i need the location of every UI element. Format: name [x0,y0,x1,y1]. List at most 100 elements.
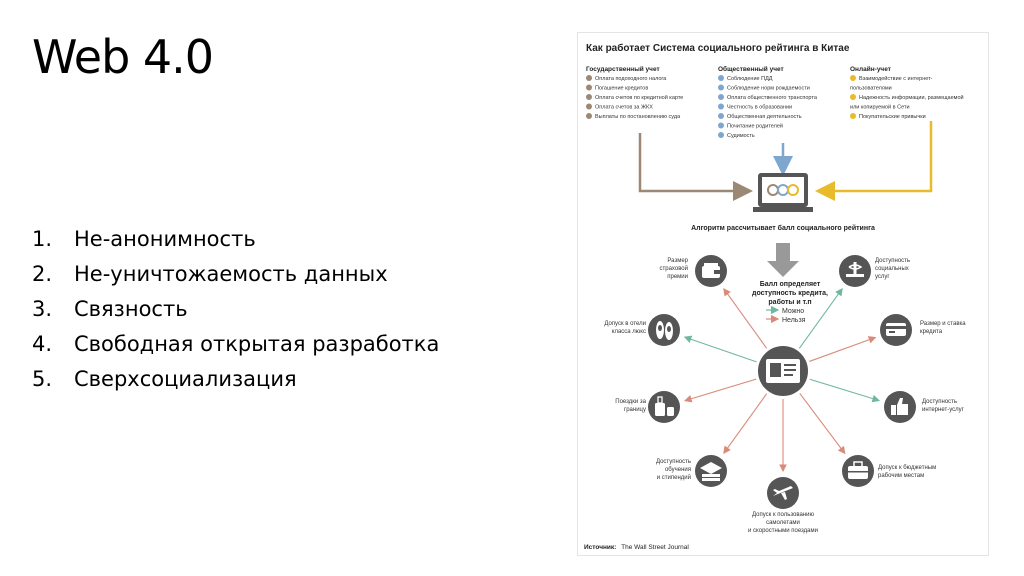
outcome-label: границу [624,407,646,413]
outcome-label: интернет-услуг [922,407,965,413]
arrow-credit [809,336,877,362]
feature-list: 1. Не-анонимность 2.Не-уничтожаемость данн… [32,222,439,397]
medical-icon [846,262,864,277]
slide-title: Web 4.0 [32,30,214,84]
feature-list-item: 3.Связность [32,292,439,327]
outcome-label: страховой [660,265,689,272]
column-item: Взаимодействие с интернет- [859,75,933,82]
column-item: Оплата подоходного налога [595,76,667,82]
bullet-dot [850,75,856,81]
column-header: Онлайн-учет [850,65,891,73]
outcome-label: Доступность [656,459,691,465]
outcome-transport: Допуск к пользованию самолетами и скоростн… [748,477,818,534]
column-item: Соблюдение ПДД [727,76,773,82]
outcome-label: социальных [875,266,909,272]
column-item: Общественная деятельность [727,114,802,120]
outcome-label: рабочим местам [878,473,924,479]
list-number: 1. [32,227,53,251]
center-text-line-1: Балл определяет [760,281,821,288]
outcome-label: класса люкс [612,329,646,335]
source-label: Источник: [584,544,616,551]
slippers-icon [656,321,673,340]
briefcase-icon [848,461,868,479]
id-card-icon [758,346,808,396]
arrow-social [798,287,843,349]
feature-list-item: 4.Свободная открытая разработка [32,327,439,362]
infographic-title: Как работает Система социального рейтинг… [586,42,850,54]
bullet-dot [718,75,724,81]
center-text-line-3: работы и т.п [768,298,811,306]
outcome-credit: Размер и ставка кредита [880,314,966,346]
legend-can: Можно [782,308,804,315]
wallet-icon [702,263,720,278]
outcome-label: Допуск в отели [604,321,646,327]
source-text: The Wall Street Journal [621,544,689,551]
list-text: Свободная открытая разработка [74,332,440,356]
column-item: Судимость [727,133,755,139]
list-text: Не-анонимность [74,227,256,251]
column-item: Честность в образовании [727,105,792,111]
feature-list-item: 5. Сверхсоциализация [32,362,439,397]
algorithm-label: Алгоритм рассчитывает балл социального р… [691,224,875,232]
bullet-dot [718,84,724,91]
column-item: Почитание родителей [727,123,783,130]
source-line: Источник: The Wall Street Journal [584,544,689,551]
column-item: Выплаты по постановлению суда [595,114,681,120]
luggage-icon [655,396,674,416]
bullet-dot [850,113,856,119]
arrow-travel [684,378,757,403]
arrow-hotel [683,335,757,363]
outcome-label: Размер и ставка [920,321,966,327]
bullet-dot [718,103,724,110]
column-item: пользователями [850,86,892,92]
outcome-label: кредита [920,329,943,335]
graduation-icon [700,462,722,481]
list-number: 5. [32,367,53,391]
column-item: Надежность информации, размещаемой [859,94,964,101]
computer-icon [753,173,813,212]
svg-text:Источник: The Wall Str: Источник: The Wall Street Journal [584,544,689,551]
outcome-label: Доступность [922,399,957,405]
down-arrow [767,243,799,277]
arrow-internet [809,378,881,403]
outcome-label: самолетами [766,520,800,526]
outcome-hotel: Допуск в отели класса люкс [604,314,680,346]
bullet-dot [718,94,724,100]
column-item: или копируемой в Сети [850,104,910,111]
feature-list-item: 2.Не-уничтожаемость данных [32,257,439,292]
outcome-label: Доступность [875,258,910,264]
thumbs-up-icon [891,398,908,415]
outcome-label: обучения [665,467,691,473]
bullet-dot [586,75,592,81]
column-item: Оплата общественного транспорта [727,95,818,101]
center-text-line-2: доступность кредита, [752,290,828,297]
outcome-internet: Доступность интернет-услуг [884,391,965,423]
list-text: Сверхсоциализация [74,367,297,391]
bullet-dot [718,132,724,138]
bullet-dot [586,113,592,119]
bullet-dot [850,94,856,100]
column-header: Общественный учет [718,65,784,73]
column-item: Соблюдение норм рождаемости [727,86,810,92]
outcome-label: и скоростными поездами [748,528,818,534]
bullet-dot [586,94,592,100]
column-item: Покупательские привычки [859,114,926,120]
outcome-label: Допуск к пользованию [752,512,814,518]
bullet-dot [586,103,592,110]
plane-icon [773,486,793,500]
arrow-education [723,393,768,455]
bullet-dot [718,122,724,129]
column-item: Погашение кредитов [595,86,648,92]
column-header: Государственный учет [586,65,660,73]
social-rating-infographic: Как работает Система социального рейтинг… [578,33,988,555]
arrow-insurance [723,287,768,349]
outcome-label: Размер [667,258,688,264]
